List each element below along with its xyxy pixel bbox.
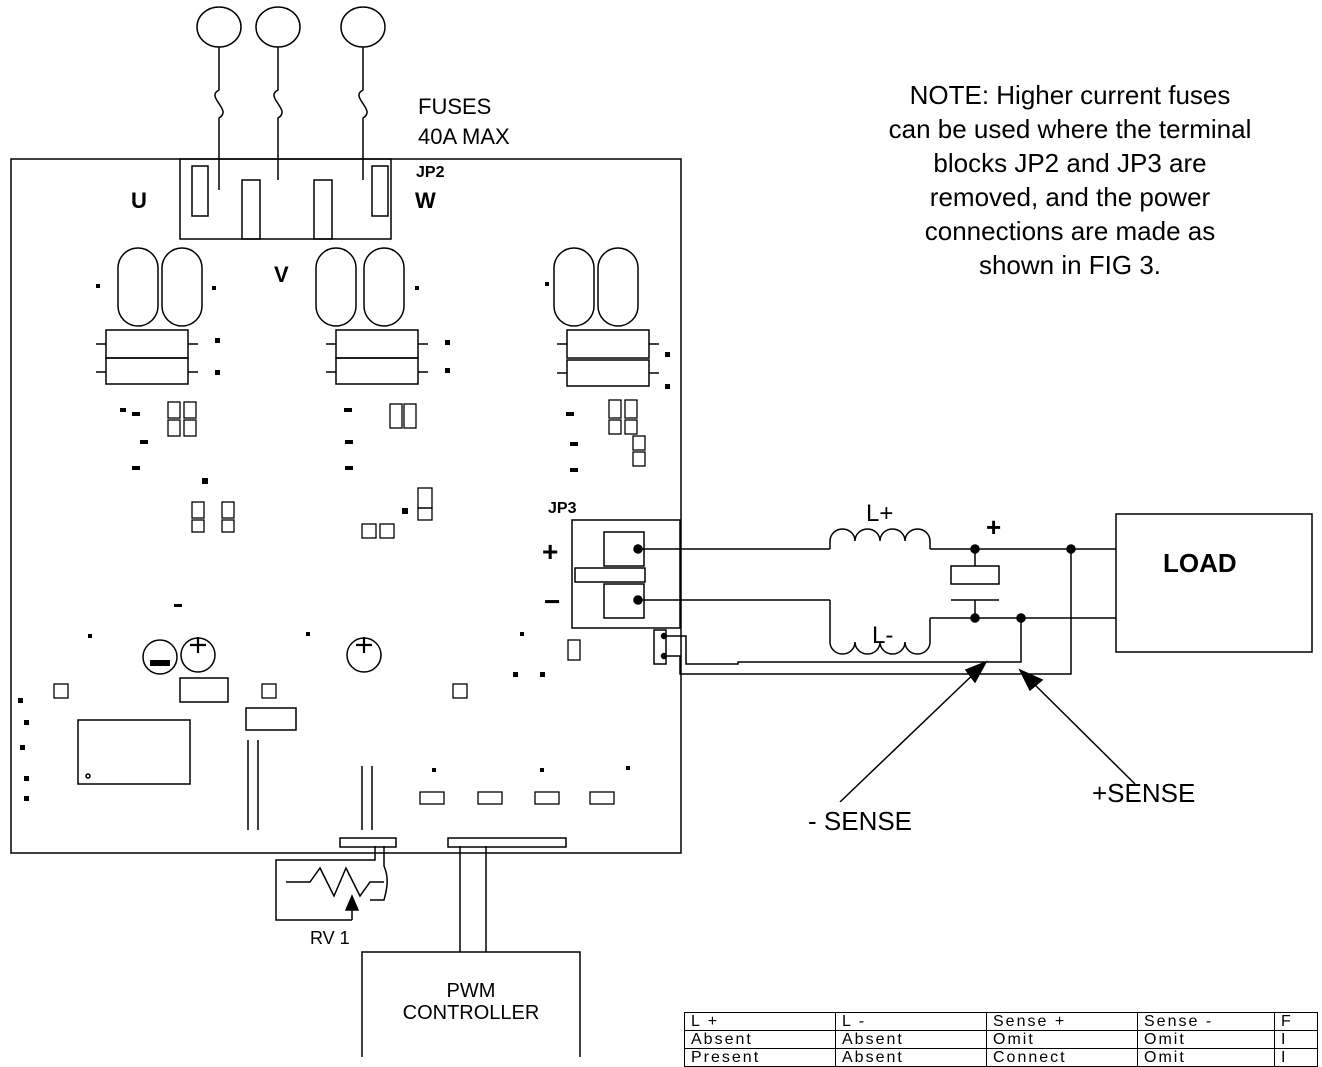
bottom-connectors xyxy=(247,740,567,848)
note-line: blocks JP2 and JP3 are xyxy=(933,148,1207,178)
fuse-note: NOTE: Higher current fuses can be used w… xyxy=(790,78,1322,282)
table-row: Absent Absent Omit Omit I xyxy=(684,1030,1318,1049)
jp3-terminal-block xyxy=(571,519,681,665)
table-cell: Absent xyxy=(684,1030,836,1049)
minus-sense-label: - SENSE xyxy=(808,806,913,836)
load-box xyxy=(1115,513,1313,653)
inductor-l-plus-label: L+ xyxy=(866,500,894,527)
plus-terminal-label: + xyxy=(542,536,559,567)
table-header-cell: Sense - xyxy=(1137,1012,1275,1031)
phase-w-label: W xyxy=(415,188,436,213)
circuit-board xyxy=(10,158,682,854)
fuse-u xyxy=(196,6,242,190)
note-line: can be used where the terminal xyxy=(888,114,1252,144)
note-line: connections are made as xyxy=(924,216,1216,246)
table-row: Present Absent Connect Omit I xyxy=(684,1048,1318,1067)
bulk-capacitors xyxy=(117,247,639,327)
table-cell: Absent xyxy=(835,1030,987,1049)
phase-v-label: V xyxy=(274,262,289,287)
rv1-label: RV 1 xyxy=(310,928,350,948)
note-line: shown in FIG 3. xyxy=(978,250,1162,280)
rv1-potentiometer xyxy=(275,846,388,921)
jp2-terminal-block xyxy=(179,158,392,240)
table-cell: I xyxy=(1274,1030,1318,1049)
film-capacitors xyxy=(96,329,659,387)
smd-components xyxy=(53,399,646,805)
load-label: LOAD xyxy=(1163,548,1237,578)
output-wiring xyxy=(638,528,1116,655)
electrolytic-capacitors xyxy=(142,637,382,675)
table-cell: Omit xyxy=(1137,1030,1275,1049)
note-line: removed, and the power xyxy=(929,182,1211,212)
pwm-label: PWM xyxy=(446,980,496,1002)
table-header-cell: Sense + xyxy=(986,1012,1138,1031)
phase-u-label: U xyxy=(131,188,147,213)
table-cell: I xyxy=(1274,1048,1318,1067)
ic-chips xyxy=(77,677,297,785)
configuration-table: L + L - Sense + Sense - F Absent Absent … xyxy=(684,1012,1318,1067)
jp2-label: JP2 xyxy=(416,164,445,181)
table-header-cell: L + xyxy=(684,1012,836,1031)
fuse-v xyxy=(255,6,301,180)
pwm-controller-wiring xyxy=(361,846,581,1057)
fuses-label: FUSES xyxy=(418,94,492,119)
jp3-label: JP3 xyxy=(548,500,577,517)
table-cell: Omit xyxy=(986,1030,1138,1049)
inductor-l-minus-label: L- xyxy=(872,622,894,649)
table-cell: Connect xyxy=(986,1048,1138,1067)
table-cell: Absent xyxy=(835,1048,987,1067)
fine-component-markings xyxy=(18,282,670,801)
plus-sense-label: +SENSE xyxy=(1092,778,1196,808)
table-header-row: L + L - Sense + Sense - F xyxy=(684,1012,1318,1031)
note-line: NOTE: Higher current fuses xyxy=(909,80,1231,110)
table-cell: Omit xyxy=(1137,1048,1275,1067)
fuse-w xyxy=(340,6,386,180)
capacitor-plus-label: + xyxy=(986,512,1002,542)
sense-wiring xyxy=(664,549,1136,803)
minus-terminal-label: − xyxy=(544,586,561,617)
fuses-rating-label: 40A MAX xyxy=(418,124,510,149)
table-header-cell: F xyxy=(1274,1012,1318,1031)
controller-label: CONTROLLER xyxy=(402,1002,540,1024)
table-cell: Present xyxy=(684,1048,836,1067)
table-header-cell: L - xyxy=(835,1012,987,1031)
